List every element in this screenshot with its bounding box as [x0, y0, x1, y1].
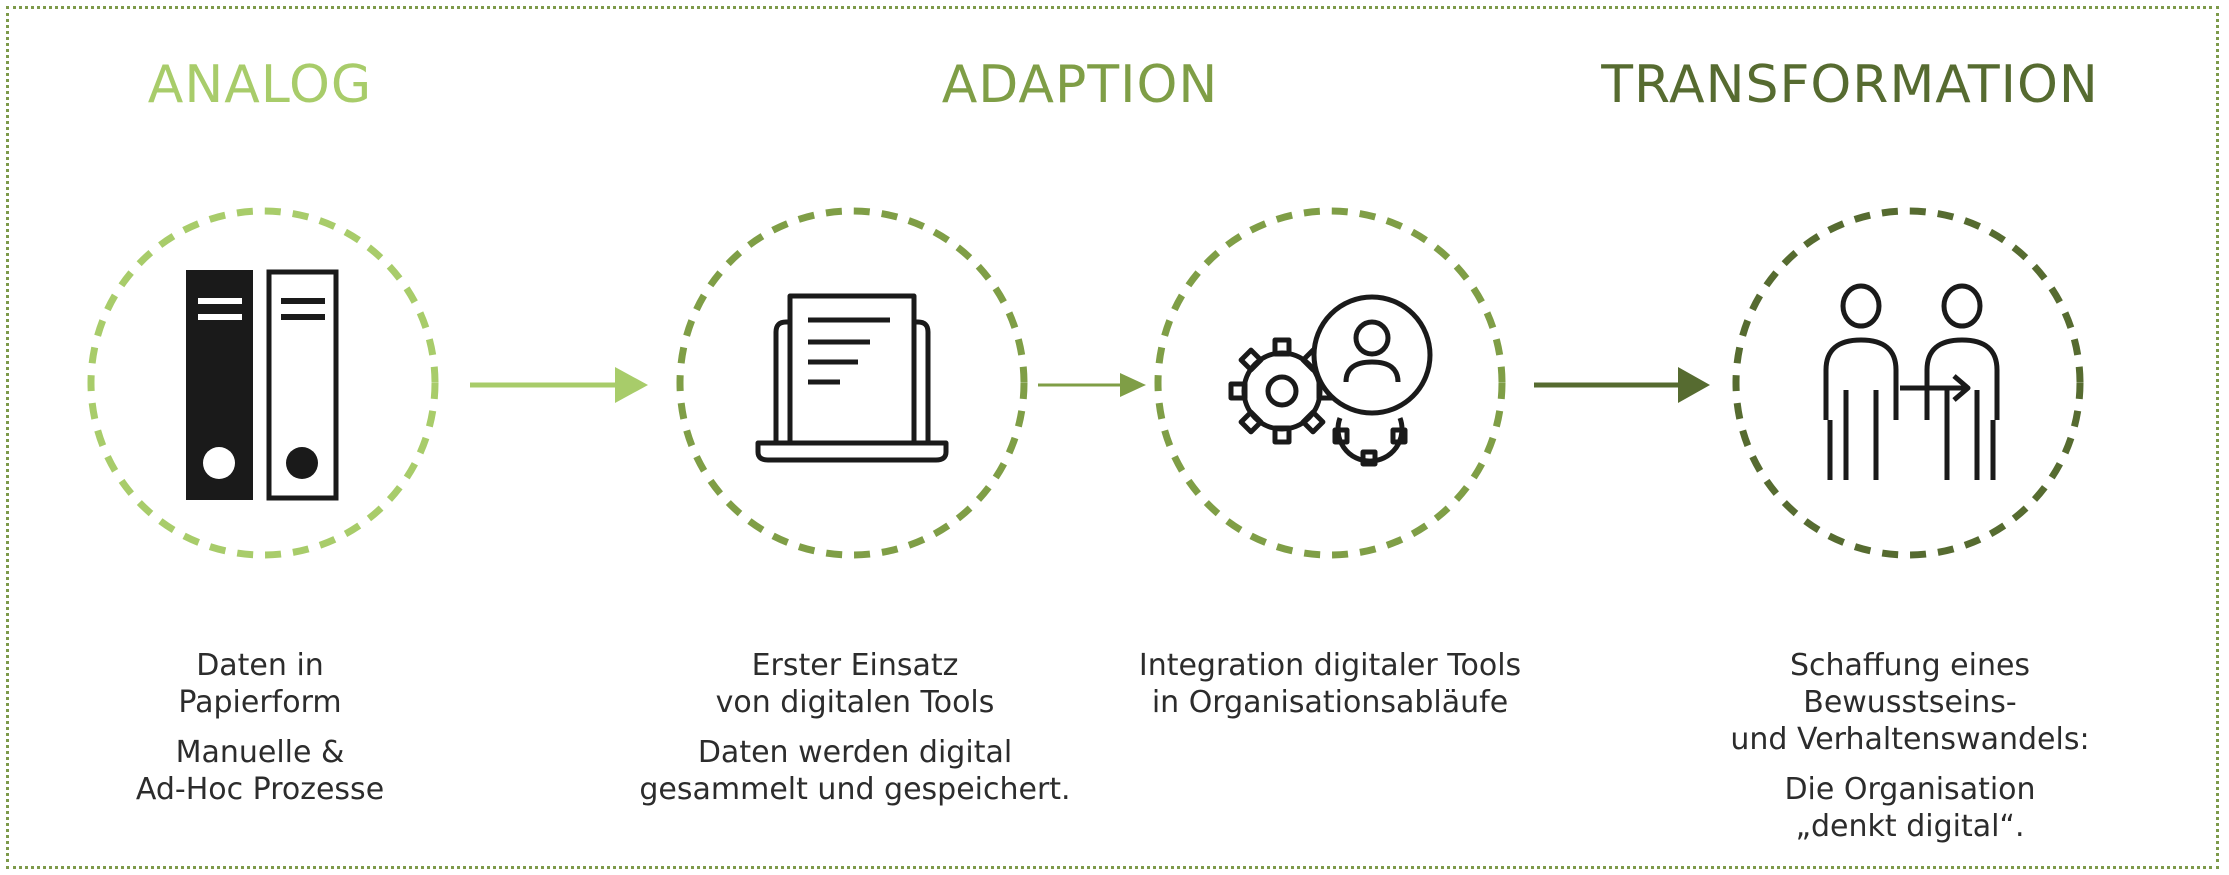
step-caption-analog: Daten in Papierform Manuelle & Ad-Hoc Pr…: [90, 647, 430, 821]
people-transfer-icon: [1823, 283, 2000, 480]
caption-line: Integration digitaler Tools in Organisat…: [1138, 648, 1522, 720]
step-circle-analog: [87, 207, 439, 559]
step-caption-first-tools: Erster Einsatz von digitalen Tools Daten…: [610, 647, 1100, 821]
arrow-adaption-to-transformation: [1534, 367, 1710, 403]
step-caption-transformation: Schaffung eines Bewusstseins- und Verhal…: [1700, 647, 2120, 858]
binders-icon: [186, 269, 339, 501]
caption-line: Erster Einsatz von digitalen Tools: [715, 648, 995, 720]
caption-line: Die Organisation „denkt digital“.: [1784, 772, 2036, 844]
stage-title-adaption: ADAPTION: [941, 55, 1219, 115]
stage-title-analog: ANALOG: [147, 55, 373, 115]
diagram-frame: [6, 6, 2219, 869]
gears-person-icon: [1228, 294, 1433, 467]
step-caption-integration: Integration digitaler Tools in Organisat…: [1110, 647, 1550, 734]
laptop-document-icon: [755, 293, 949, 463]
caption-line: Schaffung eines Bewusstseins- und Verhal…: [1730, 648, 2090, 757]
step-circle-transformation: [1732, 207, 2084, 559]
caption-line: Daten in Papierform: [178, 648, 342, 720]
stage-title-transformation: TRANSFORMATION: [1601, 55, 2099, 115]
step-circle-adaption-1: [676, 207, 1028, 559]
arrow-analog-to-adaption: [470, 367, 648, 403]
step-circle-adaption-2: [1154, 207, 1506, 559]
caption-line: Manuelle & Ad-Hoc Prozesse: [135, 735, 385, 807]
arrow-adaption-step: [1038, 373, 1146, 397]
caption-line: Daten werden digital gesammelt und gespe…: [639, 735, 1071, 807]
